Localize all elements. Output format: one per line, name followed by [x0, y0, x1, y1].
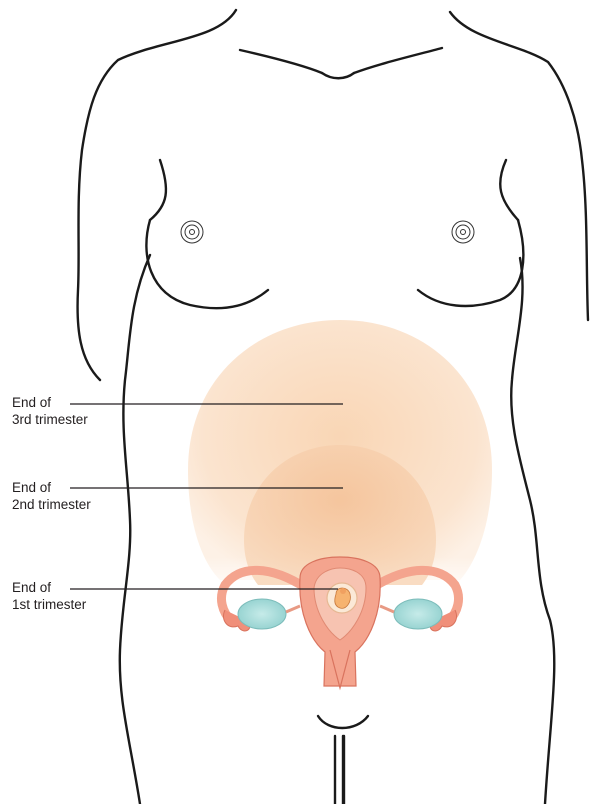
right-torso — [511, 258, 554, 804]
left-collarbone — [240, 50, 322, 73]
label-2nd-line1: End of — [12, 479, 91, 496]
crotch — [318, 716, 368, 728]
left-nipple — [181, 221, 203, 243]
left-armpit — [150, 160, 166, 220]
sternum-notch — [322, 73, 354, 78]
right-nipple — [452, 221, 474, 243]
label-1st-line2: 1st trimester — [12, 596, 86, 613]
right-breast — [418, 220, 523, 306]
left-breast — [146, 220, 268, 308]
right-armpit — [500, 160, 518, 220]
embryo-head — [340, 588, 346, 594]
right-shoulder — [450, 12, 588, 320]
label-end-of-1st-trimester: End of 1st trimester — [12, 579, 86, 613]
label-1st-line1: End of — [12, 579, 86, 596]
label-2nd-line2: 2nd trimester — [12, 496, 91, 513]
label-end-of-2nd-trimester: End of 2nd trimester — [12, 479, 91, 513]
right-ovary — [394, 599, 442, 629]
right-collarbone — [354, 48, 442, 73]
left-ovary — [238, 599, 286, 629]
left-shoulder — [78, 10, 236, 380]
label-3rd-line2: 3rd trimester — [12, 411, 88, 428]
label-3rd-line1: End of — [12, 394, 88, 411]
left-torso — [120, 255, 150, 804]
right-ovarian-ligament — [380, 606, 394, 612]
label-end-of-3rd-trimester: End of 3rd trimester — [12, 394, 88, 428]
left-ovarian-ligament — [286, 606, 300, 612]
